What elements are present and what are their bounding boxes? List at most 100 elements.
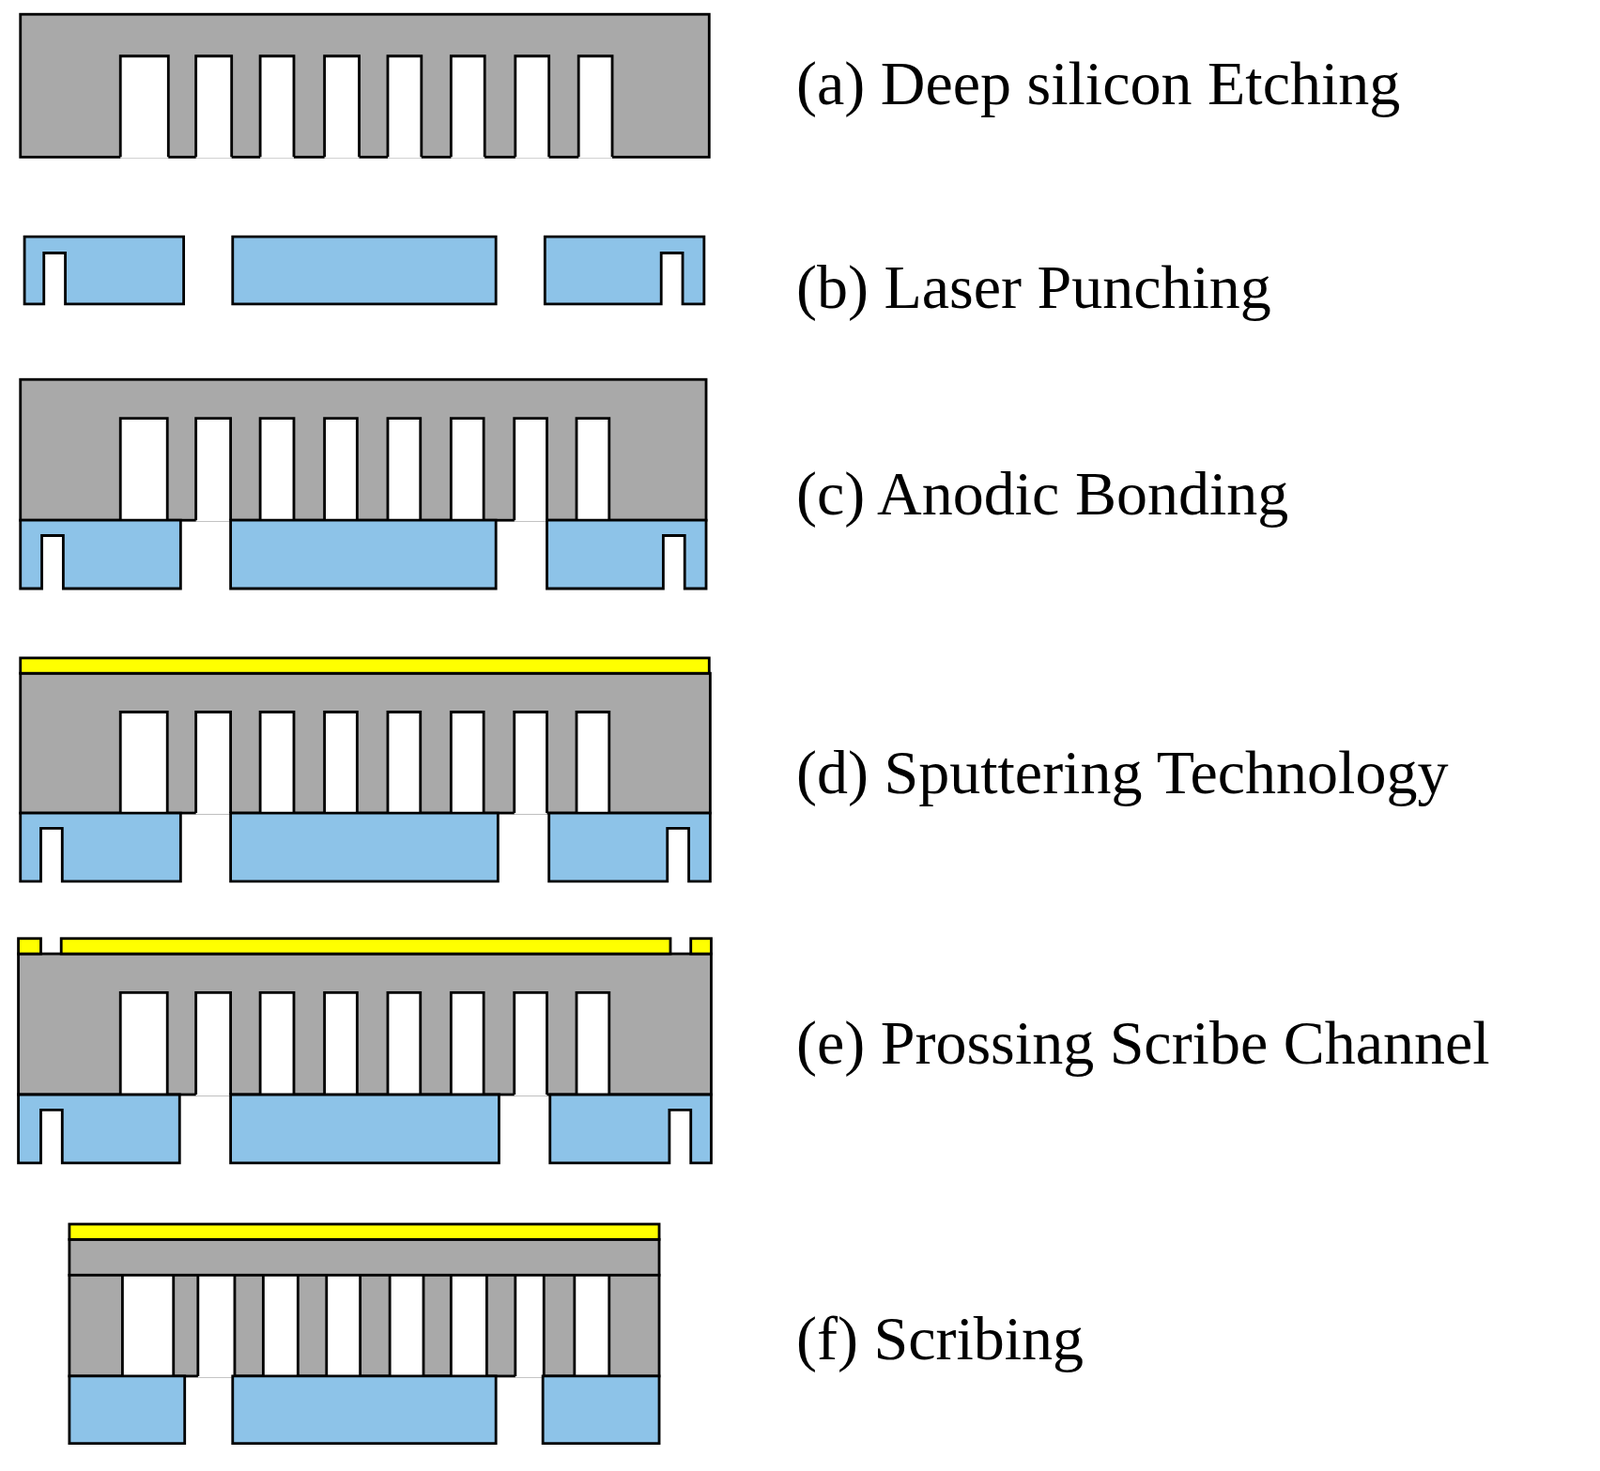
cavity-wall (120, 56, 169, 158)
step-label: (e) Prossing Scribe Channel (796, 1009, 1491, 1078)
cavity-wall (120, 418, 168, 522)
cavity-wall (196, 992, 231, 1095)
cavity-wall (260, 56, 294, 158)
step-label: (f) Scribing (796, 1305, 1084, 1374)
silicon-wafer (20, 379, 707, 522)
etched-cavity (196, 992, 231, 1096)
etched-cavity (515, 1275, 544, 1378)
etched-cavity (574, 1275, 610, 1378)
cavity-wall (260, 712, 294, 815)
etched-cavity (324, 712, 358, 816)
glass-piece (546, 520, 707, 589)
glass-piece (230, 1094, 500, 1164)
metal-layer (18, 938, 712, 954)
glass-wafer (20, 813, 711, 882)
etched-cavity (450, 712, 484, 816)
etched-cavity (514, 418, 548, 523)
step-label: (b) Laser Punching (796, 253, 1272, 323)
cavity-wall (450, 56, 485, 158)
cavity-wall (196, 418, 231, 522)
glass-piece (18, 1094, 181, 1164)
cavity-wall (578, 56, 613, 158)
cavity-wall (387, 56, 422, 158)
cavity-wall (514, 712, 548, 815)
cavity-wall (576, 418, 610, 522)
metal-layer (69, 1224, 660, 1240)
glass-piece (20, 520, 182, 589)
etched-cavity (260, 56, 294, 159)
metal-film (20, 658, 710, 674)
etched-cavity (120, 712, 168, 816)
etched-cavity (324, 418, 358, 523)
etched-cavity (260, 992, 294, 1096)
etched-cavity (515, 56, 550, 159)
etched-cavity (324, 992, 358, 1096)
glass-piece (230, 813, 499, 882)
glass-piece (232, 236, 496, 305)
etched-cavity (260, 418, 294, 523)
cavity-wall (260, 418, 294, 522)
glass-piece (542, 1376, 660, 1445)
step-label: (d) Sputtering Technology (796, 738, 1448, 808)
cavity-wall (574, 1275, 610, 1377)
metal-film (691, 938, 712, 954)
etched-cavity (122, 1275, 173, 1378)
cavity-wall (514, 418, 548, 522)
cavity-wall (387, 992, 421, 1095)
silicon-wafer (69, 1239, 660, 1378)
glass-piece (544, 236, 705, 305)
cavity-wall (120, 992, 168, 1095)
metal-film (18, 938, 42, 954)
cavity-wall (324, 712, 358, 815)
cavity-wall (198, 1275, 235, 1377)
etched-cavity (389, 1275, 424, 1378)
cavity-wall (262, 1275, 298, 1377)
cavity-wall (514, 992, 548, 1095)
cavity-wall (387, 712, 421, 815)
etched-cavity (450, 992, 484, 1096)
cavity-wall (120, 712, 168, 815)
silicon-wafer (18, 953, 712, 1096)
etched-cavity (260, 712, 294, 816)
cavity-wall (576, 712, 610, 815)
etched-cavity (576, 418, 610, 523)
etched-cavity (387, 418, 421, 523)
cavity-wall (450, 418, 484, 522)
etched-cavity (196, 712, 231, 816)
cavity-wall (576, 992, 610, 1095)
etched-cavity (387, 992, 421, 1096)
cavity-wall (196, 712, 231, 815)
glass-wafer (69, 1376, 660, 1445)
etched-cavity (198, 1275, 235, 1378)
etched-cavity (514, 712, 548, 816)
cavity-wall (260, 992, 294, 1095)
etched-cavity (578, 56, 613, 159)
cavity-wall (515, 56, 550, 158)
step-label: (c) Anodic Bonding (796, 460, 1289, 529)
metal-film (69, 1224, 660, 1240)
cavity-wall (515, 1275, 544, 1377)
step-label: (a) Deep silicon Etching (796, 49, 1400, 119)
glass-piece (69, 1376, 185, 1445)
cavity-wall (196, 56, 232, 158)
etched-cavity (514, 992, 548, 1096)
etched-cavity (120, 56, 169, 159)
cavity-wall (326, 1275, 361, 1377)
etched-cavity (196, 56, 232, 159)
metal-film (61, 938, 671, 954)
etched-cavity (576, 992, 610, 1096)
etched-cavity (387, 56, 422, 159)
silicon-wafer (20, 14, 710, 159)
etched-cavity (326, 1275, 361, 1378)
cavity-wall (387, 418, 421, 522)
etched-cavity (120, 418, 168, 523)
glass-wafer (20, 520, 707, 589)
silicon-wafer (20, 673, 711, 815)
metal-layer (20, 658, 710, 674)
cavity-wall (450, 992, 484, 1095)
etched-cavity (262, 1275, 298, 1378)
etched-cavity (196, 418, 231, 523)
etched-cavity (450, 1275, 487, 1378)
etched-cavity (120, 992, 168, 1096)
